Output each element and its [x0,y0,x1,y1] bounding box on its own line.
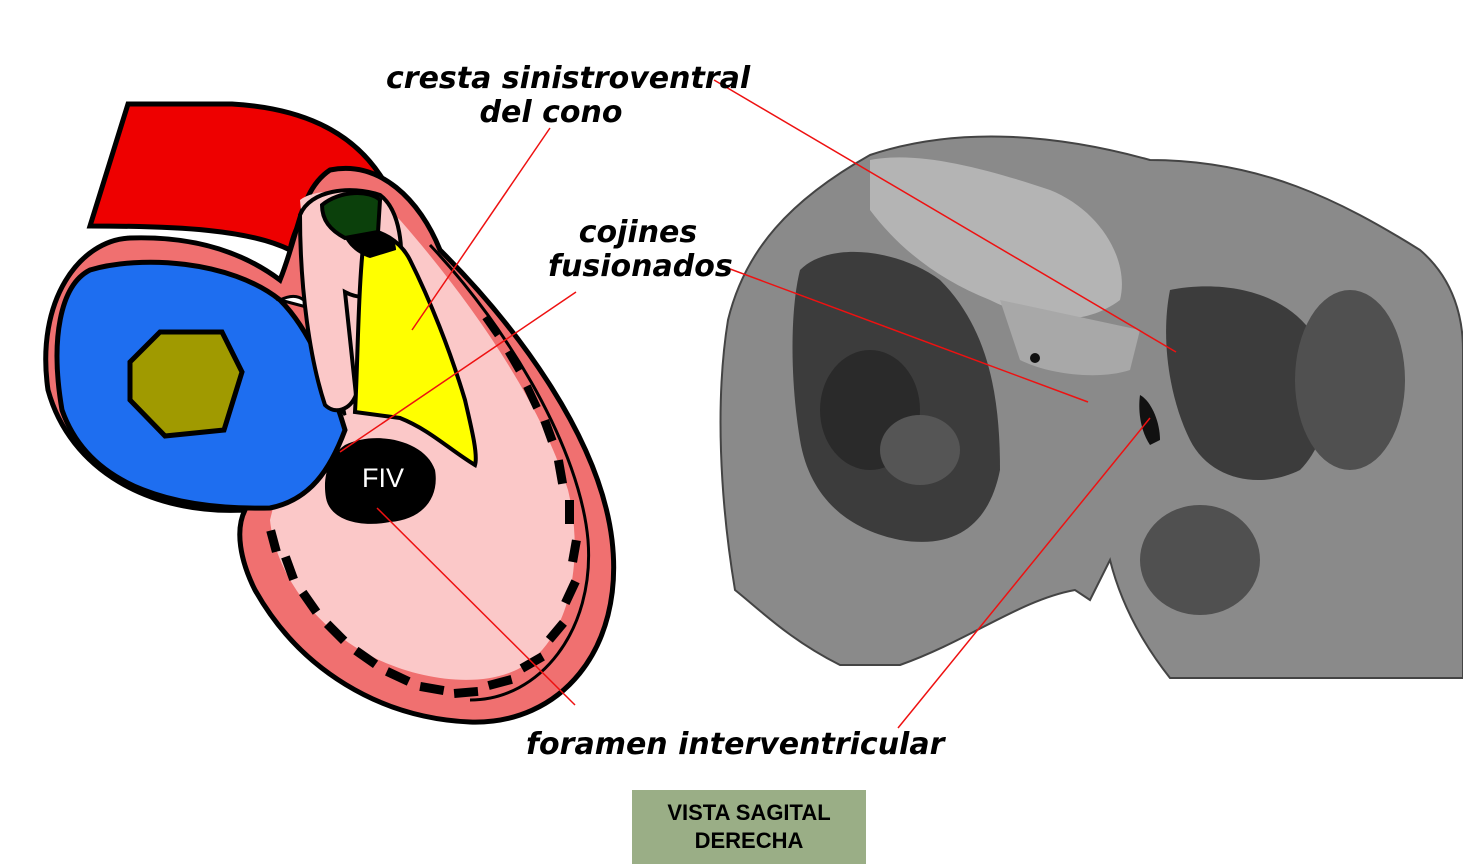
caption-line2: DERECHA [694,828,804,853]
label-cresta-line2: del cono [479,95,623,130]
trabeculae [266,314,581,699]
label-fiv: FIV [362,463,405,493]
schematic-heart [43,101,617,725]
leader-cojines-diagram [339,291,577,453]
leader-cojines-sem [721,265,1089,403]
sem-micrograph [719,135,1463,679]
label-foramen-interventricular: foramen interventricular [526,727,945,762]
leader-foramen-sem [897,417,1151,729]
label-cojines-fusionados: cojines fusionados [548,215,733,284]
label-cojines-line2: fusionados [548,249,733,284]
caption-line1: VISTA SAGITAL [667,800,831,825]
leader-foramen-diagram [376,507,576,706]
leader-lines [339,79,1177,729]
label-cresta-sinistroventral: cresta sinistroventral del cono [386,61,751,130]
label-cresta-line1: cresta sinistroventral [386,61,751,96]
valve-green [319,191,383,241]
leader-cresta-diagram [411,127,551,331]
label-cojines-line1: cojines [578,215,698,250]
outflow-lumen [345,232,396,258]
fiv-foramen [324,438,436,524]
conus-cushion [352,227,478,469]
caption-box: VISTA SAGITAL DERECHA [632,790,866,864]
endocardium-line [428,243,591,702]
atrium-center [127,329,245,439]
leader-cresta-sem [713,79,1177,353]
